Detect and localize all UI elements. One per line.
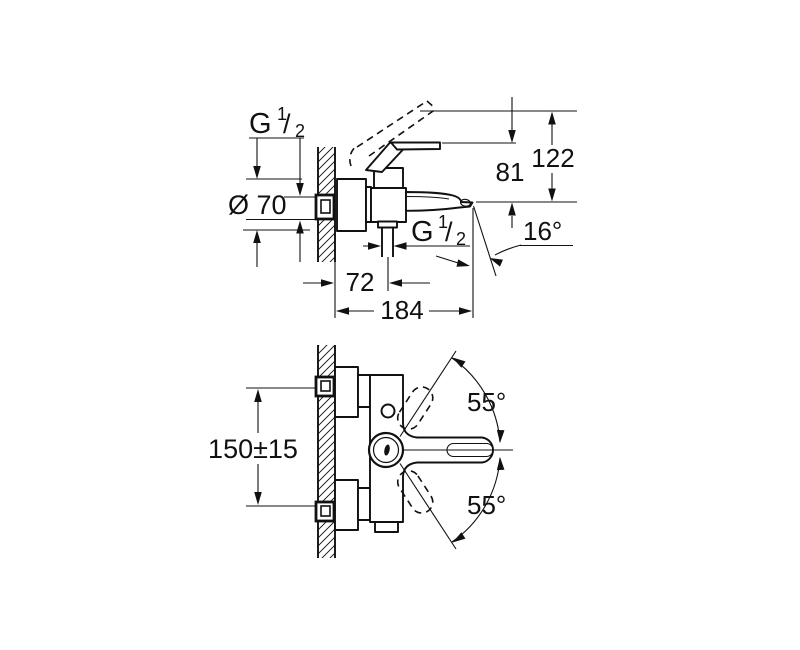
side-view: G 1 / 2 Ø 70 81 [228,97,577,325]
dim-150-label: 150±15 [208,434,298,464]
g-inlet-den: 2 [295,121,305,141]
dim-16deg-label: 16° [523,216,562,246]
front-swing-55-lower: 55° [396,456,506,550]
lever-dashed-lower [396,470,434,514]
dim-72-label: 72 [346,267,375,297]
g-inlet-num: 1 [277,104,287,124]
dim-72: 72 [303,257,430,297]
g-inlet-slash: / [283,109,291,139]
g-outlet-label: G [411,216,434,248]
front-view: 55° 55° 150±15 [208,345,513,558]
front-eccentric-blocks [334,366,371,531]
side-handle [365,141,441,173]
side-wall [317,147,336,318]
spout-nozzle [459,198,472,207]
side-body [370,167,407,223]
dim-122: 122 [531,111,575,202]
g-outlet-slash: / [445,217,453,247]
side-handle-dashed [349,100,437,167]
dim-122-label: 122 [531,143,574,173]
front-screw-circle [380,403,396,419]
dim-55-lower-label: 55° [467,490,506,520]
front-hub [367,431,405,469]
front-swing-55-upper: 55° [396,350,506,444]
escutcheon-dia-label: Ø 70 [228,190,287,220]
g-outlet-den: 2 [456,229,466,249]
dim-184-label: 184 [380,295,423,325]
dim-81: 81 [496,97,525,228]
dim-81-label: 81 [496,157,525,187]
dim-184: 184 [336,295,472,325]
side-outlet-pipe [377,220,398,257]
dim-g-outlet: G 1 / 2 [363,212,470,250]
g-inlet-label: G [249,108,272,140]
dim-150: 150±15 [208,387,315,507]
side-inlet-fitting [314,193,336,221]
lever-dashed-upper [396,386,434,430]
g-outlet-num: 1 [438,212,448,232]
side-escutcheon [336,178,372,232]
front-bottom-outlet [374,521,399,533]
side-spout [405,191,474,212]
dim-g-inlet: G 1 / 2 [249,104,305,262]
inlet-pipe-leaders [246,196,316,221]
front-inlet-fittings [314,375,336,523]
dim-escutcheon-dia: Ø 70 [228,138,310,267]
dim-16deg: 16° [435,205,573,318]
dim-55-upper-label: 55° [467,387,506,417]
